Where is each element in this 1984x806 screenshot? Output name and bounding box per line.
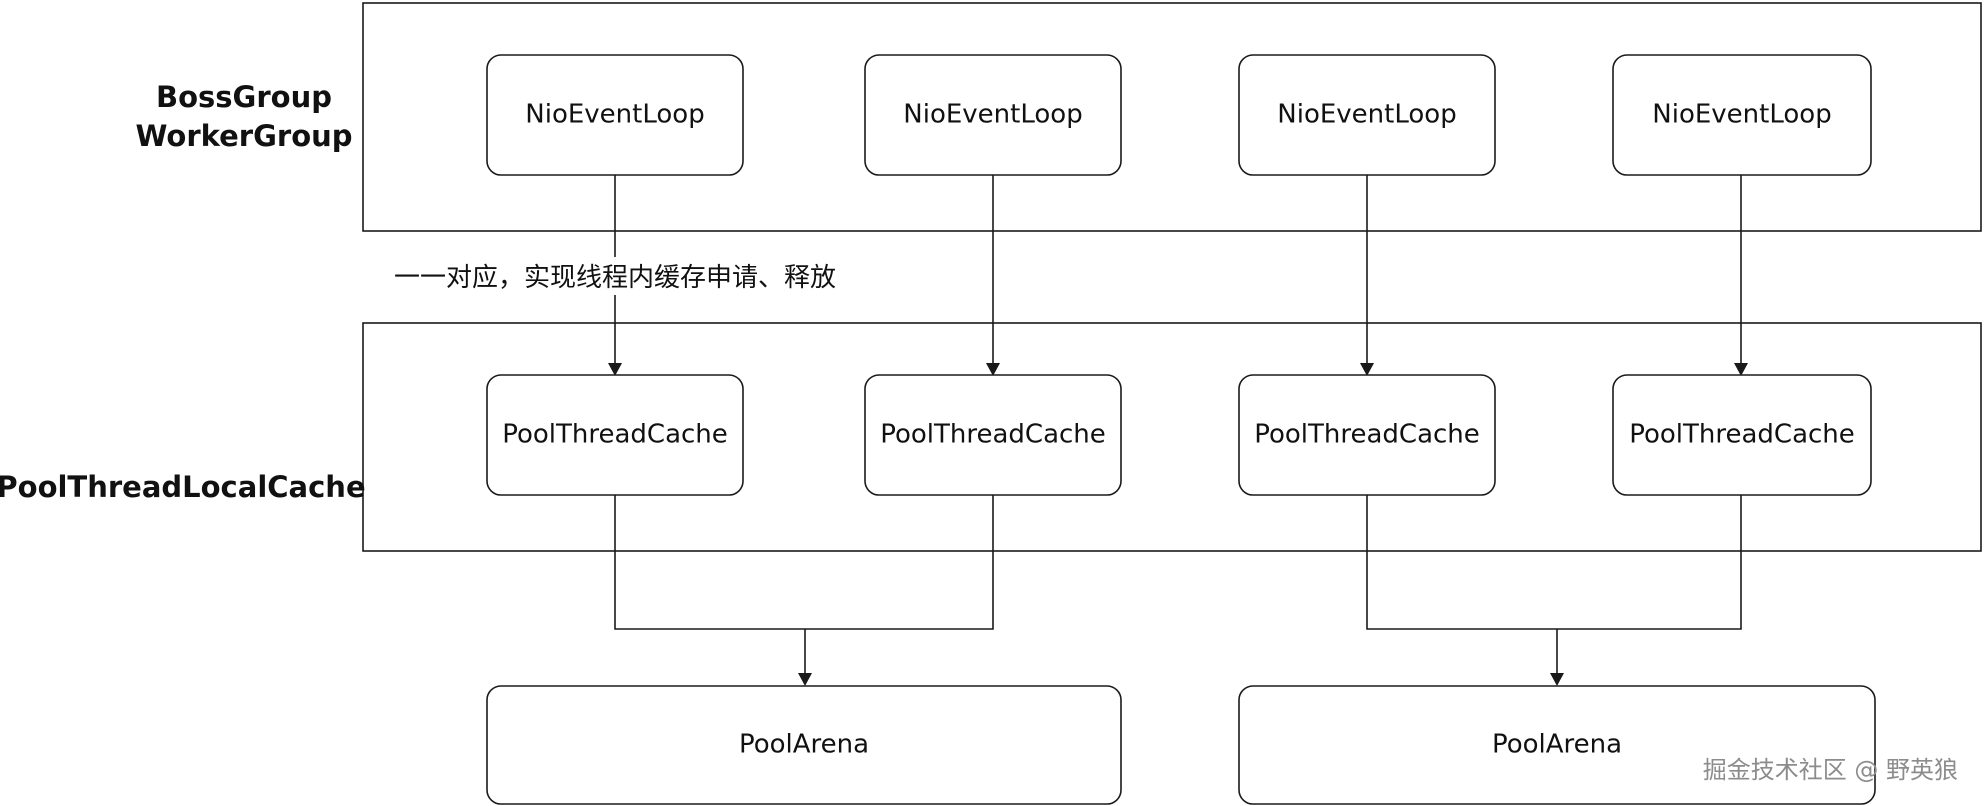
arrow-head-arena-1 [798, 673, 812, 686]
boss-group-label: BossGroup [156, 80, 332, 114]
event-loop-node-3-label: NioEventLoop [1277, 100, 1456, 130]
arrow-head-cache-1 [608, 363, 622, 376]
arrow-head-cache-4 [1734, 363, 1748, 376]
arrow-head-arena-2 [1550, 673, 1564, 686]
watermark-text: 掘金技术社区 @ 野英狼 [1703, 756, 1958, 784]
event-loop-node-1-label: NioEventLoop [525, 100, 704, 130]
thread-cache-node-4[interactable]: PoolThreadCache [1612, 374, 1872, 496]
thread-cache-node-2[interactable]: PoolThreadCache [864, 374, 1122, 496]
thread-cache-node-3-label: PoolThreadCache [1254, 420, 1480, 450]
arena-node-1[interactable]: PoolArena [486, 685, 1122, 805]
thread-cache-node-3[interactable]: PoolThreadCache [1238, 374, 1496, 496]
arena-node-1-label: PoolArena [739, 730, 869, 760]
event-loop-node-2-label: NioEventLoop [903, 100, 1082, 130]
arrow-head-cache-3 [1360, 363, 1374, 376]
pool-thread-local-cache-label: PoolThreadLocalCache [0, 470, 366, 504]
arena-node-2[interactable]: PoolArena [1238, 685, 1876, 805]
cache-to-arena-connectors [614, 495, 1742, 686]
thread-cache-node-1[interactable]: PoolThreadCache [486, 374, 744, 496]
thread-cache-node-4-label: PoolThreadCache [1629, 420, 1855, 450]
thread-cache-node-1-label: PoolThreadCache [502, 420, 728, 450]
arena-node-2-label: PoolArena [1492, 730, 1622, 760]
event-loop-node-1[interactable]: NioEventLoop [486, 54, 744, 176]
worker-group-label: WorkerGroup [135, 119, 352, 153]
event-loop-node-3[interactable]: NioEventLoop [1238, 54, 1496, 176]
event-loop-node-4-label: NioEventLoop [1652, 100, 1831, 130]
thread-cache-node-2-label: PoolThreadCache [880, 420, 1106, 450]
event-loop-node-4[interactable]: NioEventLoop [1612, 54, 1872, 176]
connector-cache-1-2-to-arena-1 [614, 495, 994, 630]
event-loop-to-cache-connectors [608, 175, 1748, 376]
connector-cache-3-4-to-arena-2 [1366, 495, 1742, 630]
arrow-head-cache-2 [986, 363, 1000, 376]
annotation-background [392, 257, 838, 295]
event-loop-node-2[interactable]: NioEventLoop [864, 54, 1122, 176]
correspondence-annotation: 一一对应，实现线程内缓存申请、释放 [394, 263, 836, 293]
